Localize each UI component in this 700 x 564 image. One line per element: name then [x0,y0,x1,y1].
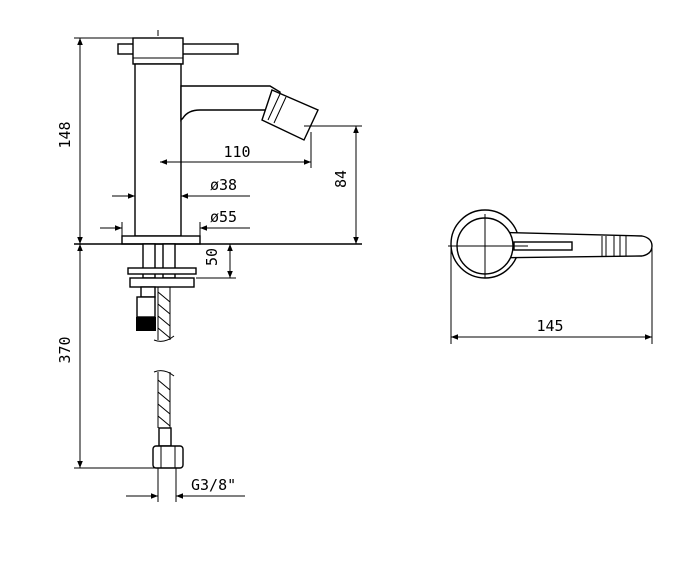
hose-upper [157,287,171,340]
fitting-top [140,286,156,298]
top-dimensions: 145 [450,248,653,344]
top-view [448,209,653,279]
hose-break-bottom [153,370,175,377]
dim-148-label: 148 [56,121,74,148]
dim-145-label: 145 [536,317,563,335]
fitting-hex [136,317,156,331]
hose-braid-lower [157,379,171,427]
fitting-mid [136,296,156,318]
dim-g38-label: G3/8" [191,476,236,494]
hose-lower [157,372,171,428]
side-view [74,30,362,469]
connector-nut [152,445,184,469]
base-flange [121,235,201,245]
side-dimensions: 148 110 ø38 ø55 84 50 370 G3/8" [56,37,362,502]
dim-55-label: ø55 [210,208,237,226]
hose-break-top [153,335,175,342]
fixing-nut [129,277,195,288]
handle-cap [132,37,184,65]
dim-370-label: 370 [56,336,74,363]
dim-110-label: 110 [223,143,250,161]
dim-84-label: 84 [332,170,350,188]
hose-braid-upper [157,291,171,339]
nozzle-line-2 [273,96,287,124]
faucet-body [134,63,182,237]
dim-50-label: 50 [203,248,221,266]
connector-neck [158,427,172,447]
washer-top [127,267,197,275]
nozzle-line-1 [267,93,281,121]
dim-38-label: ø38 [210,176,237,194]
